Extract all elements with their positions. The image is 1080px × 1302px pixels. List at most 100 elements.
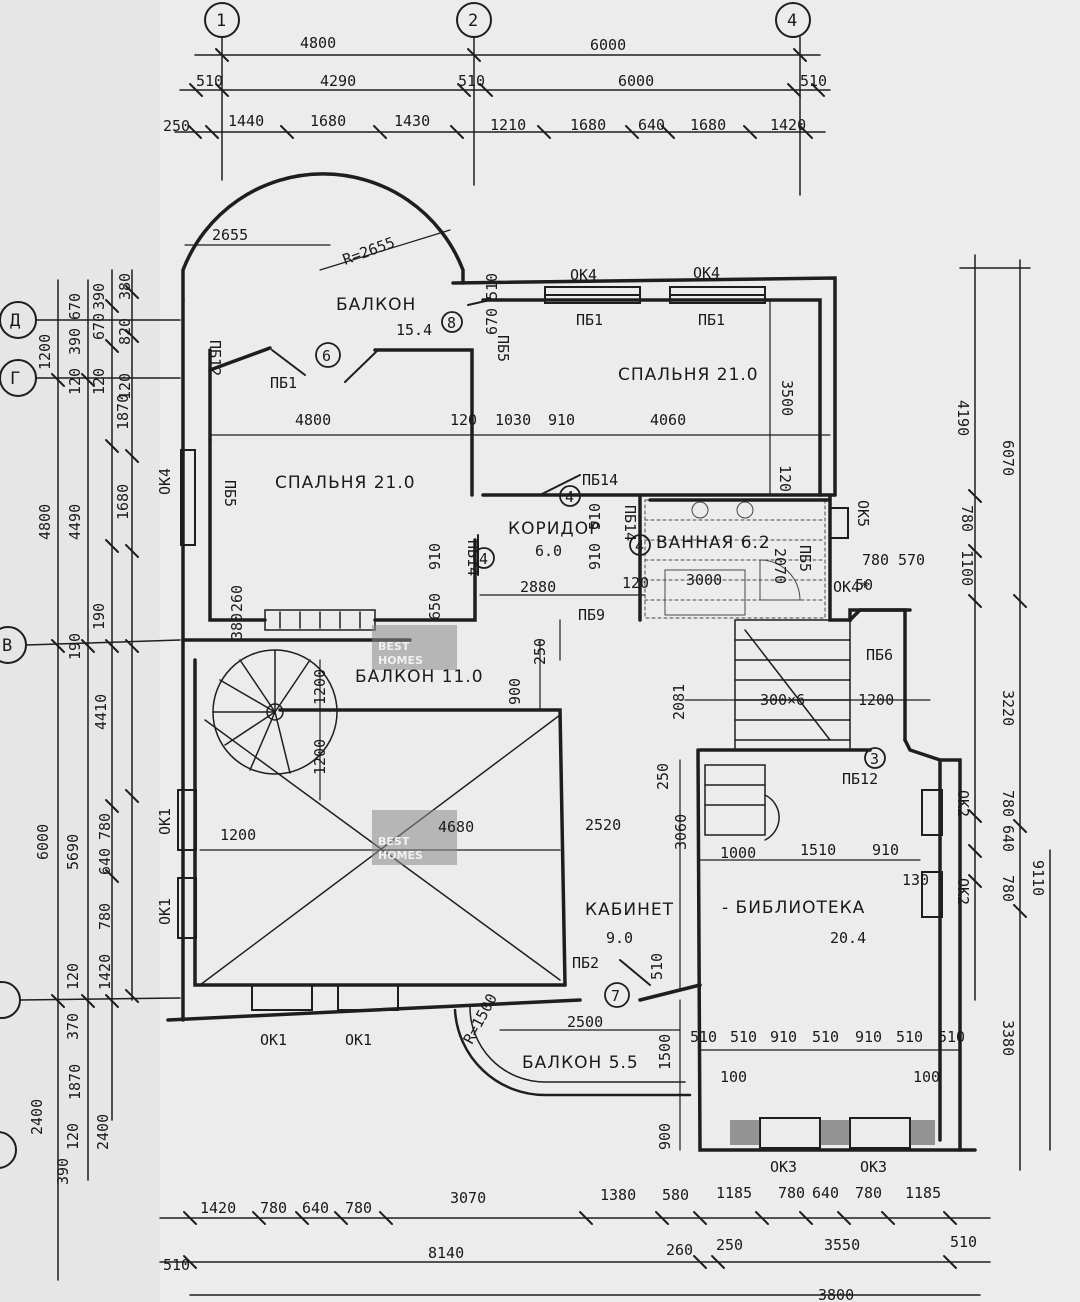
opening-pb5-b: ПБ5 xyxy=(494,335,512,362)
left-inner-390b: 390 xyxy=(54,1158,72,1185)
bottom-dim2-250: 250 xyxy=(716,1236,743,1254)
dim-3000: 3000 xyxy=(686,571,722,589)
study-dim-1: 510 xyxy=(690,1028,717,1046)
axis-line-v xyxy=(25,639,181,646)
top-dim2-510a: 510 xyxy=(196,72,223,90)
left-inner-380: 380 xyxy=(116,273,134,300)
top-dim2-510b: 510 xyxy=(458,72,485,90)
room-study-right: - БИБЛИОТЕКА xyxy=(722,898,865,918)
left-mid-1870: 1870 xyxy=(66,1064,84,1100)
room-study-left: КАБИНЕТ xyxy=(585,900,674,920)
study-dim-7: 510 xyxy=(938,1028,965,1046)
bottom-dim2-510a: 510 xyxy=(163,1256,190,1274)
dim-910c: 910 xyxy=(586,543,604,570)
marker-circle-6 xyxy=(315,342,341,368)
dim-1500: 1500 xyxy=(656,1034,674,1070)
dim-250b: 250 xyxy=(531,638,549,665)
right-outer-3380: 3380 xyxy=(999,1020,1017,1056)
room-study-area-left: 9.0 xyxy=(606,929,633,947)
axis-label-1: 1 xyxy=(216,11,226,31)
top-dim-6000: 6000 xyxy=(590,36,626,54)
left-inner-780a: 780 xyxy=(96,813,114,840)
top-dim-4800: 4800 xyxy=(300,34,336,52)
top-dim-ticks xyxy=(188,48,825,139)
axis-label-g: Г xyxy=(10,369,20,389)
left-inner-1420: 1420 xyxy=(96,954,114,990)
dim-130: 130 xyxy=(902,871,929,889)
dim-910b: 910 xyxy=(426,543,444,570)
paper-shadow xyxy=(0,0,160,1302)
bottom-balcony xyxy=(453,1004,692,1097)
left-inner-190a: 190 xyxy=(66,633,84,660)
bottom-dim1-640a: 640 xyxy=(302,1199,329,1217)
top-dim3-1430: 1430 xyxy=(394,112,430,130)
dim-3500: 3500 xyxy=(778,380,796,416)
right-outer-6070: 6070 xyxy=(999,440,1017,476)
right-outer-9110: 9110 xyxy=(1029,860,1047,896)
right-mid-640: 640 xyxy=(999,825,1017,852)
axis-label-v: В xyxy=(2,636,12,656)
dim-510: 510 xyxy=(586,503,604,530)
dim-1030: 1030 xyxy=(495,411,531,429)
dim-2520: 2520 xyxy=(585,816,621,834)
dim-4680: 4680 xyxy=(438,818,474,836)
right-mid-3220: 3220 xyxy=(999,690,1017,726)
bottom-dim1-1420: 1420 xyxy=(200,1199,236,1217)
left-inner-190b: 190 xyxy=(90,603,108,630)
study-dim-2: 510 xyxy=(730,1028,757,1046)
marker-circle-4c xyxy=(629,534,651,556)
dim-780: 780 xyxy=(862,551,889,569)
right-outer-4190: 4190 xyxy=(954,400,972,436)
opening-ok4-left: ОК4 xyxy=(156,468,174,495)
watermark-text-2: HOMES xyxy=(378,654,423,667)
spiral-stair xyxy=(212,649,338,775)
bottom-dim1-580: 580 xyxy=(662,1186,689,1204)
bottom-dim-ticks xyxy=(183,1211,957,1269)
left-inner-780b: 780 xyxy=(96,903,114,930)
top-dim3-1680c: 1680 xyxy=(690,116,726,134)
marker-4c: 4 xyxy=(635,537,644,555)
bottom-dim1-1185a: 1185 xyxy=(716,1184,752,1202)
axis-label-4: 4 xyxy=(787,11,797,31)
interior-dim-lines xyxy=(184,229,961,1151)
left-outer-6000: 6000 xyxy=(34,824,52,860)
dim-120c: 120 xyxy=(622,574,649,592)
dim-250: 250 xyxy=(654,763,672,790)
opening-pb5-c: ПБ5 xyxy=(796,545,814,572)
dim-510b: 510 xyxy=(648,953,666,980)
left-inner-120c: 120 xyxy=(64,1123,82,1150)
balcony-railing xyxy=(264,609,376,631)
top-dim2-4290: 4290 xyxy=(320,72,356,90)
dim-4800: 4800 xyxy=(295,411,331,429)
opening-pb2: ПБ2 xyxy=(572,954,599,972)
right-dim-ticks xyxy=(968,489,1027,918)
top-dim3-1210: 1210 xyxy=(490,116,526,134)
watermark-text-1: BEST xyxy=(378,640,410,653)
bottom-dim1-3070: 3070 xyxy=(450,1189,486,1207)
opening-pb14-c: ПБ14 xyxy=(621,505,639,541)
opening-pb6: ПБ6 xyxy=(866,646,893,664)
axis-marker-a xyxy=(0,1131,17,1169)
left-dim-ticks xyxy=(51,285,139,1008)
study-dim-5: 910 xyxy=(855,1028,882,1046)
opening-pb1-c: ПБ1 xyxy=(270,374,297,392)
bottom-window-ok3-b: ОК3 xyxy=(860,1158,887,1176)
opening-ok5: ОК5 xyxy=(854,500,872,527)
opening-pb12: ПБ12 xyxy=(206,340,224,376)
opening-ok4-a: ОК4 xyxy=(570,266,597,284)
dim-380: 380 xyxy=(228,613,246,640)
dim-260: 260 xyxy=(228,585,246,612)
watermark-logo-1 xyxy=(372,625,457,670)
dim-900: 900 xyxy=(506,678,524,705)
bottom-dim1-1185b: 1185 xyxy=(905,1184,941,1202)
left-mid-5690: 5690 xyxy=(64,834,82,870)
top-dim3-1680a: 1680 xyxy=(310,112,346,130)
left-inner-820: 820 xyxy=(116,318,134,345)
marker-4a: 4 xyxy=(565,488,574,506)
axis-marker-4 xyxy=(775,2,811,38)
right-mid-780: 780 xyxy=(958,505,976,532)
dim-1200c: 1200 xyxy=(858,691,894,709)
room-corridor-area: 6.0 xyxy=(535,542,562,560)
